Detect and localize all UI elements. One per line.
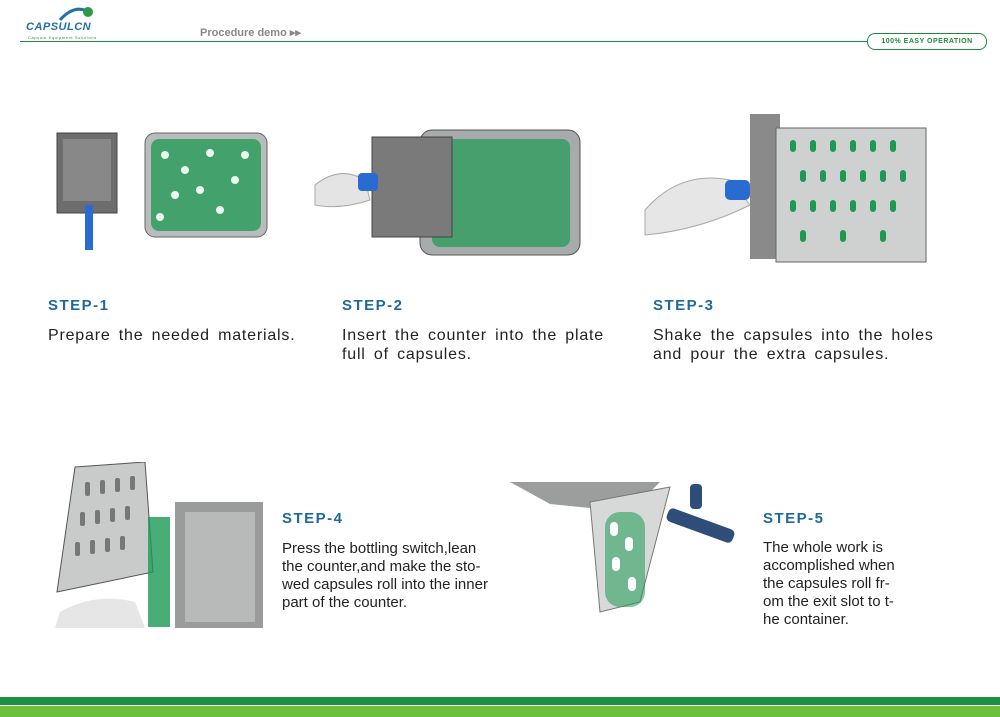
- step5-description: The whole work is accomplished when the …: [763, 539, 963, 629]
- step5-exit-slot-image: [510, 482, 735, 613]
- logo-text: CAPSULCN: [26, 21, 92, 33]
- footer-stripe-dark: [0, 697, 1000, 705]
- step2-insert-counter-image: [314, 129, 581, 256]
- step5-description-line: the capsules roll fr-: [763, 575, 890, 592]
- step4-description-line: the counter,and make the sto-: [282, 558, 481, 575]
- step1-description: Prepare the needed materials.: [48, 327, 296, 344]
- step2-description: Insert the counter into the plate full o…: [342, 327, 604, 363]
- header-divider: [20, 41, 870, 42]
- logo-swoosh-icon: [58, 7, 93, 22]
- procedure-label: Procedure demo ▸▸: [200, 27, 301, 39]
- step3-description: Shake the capsules into the holes and po…: [653, 327, 934, 363]
- brand-logo: CAPSULCN Capsule Equipment Solutions: [26, 6, 106, 40]
- step1-title: STEP-1: [48, 297, 110, 314]
- step1-materials-image: [56, 132, 268, 250]
- step3-shake-capsules-image: [644, 114, 927, 263]
- logo-subtext: Capsule Equipment Solutions: [28, 35, 97, 40]
- easy-operation-badge: 100% EASY OPERATION: [867, 33, 987, 50]
- step4-description-line: part of the counter.: [282, 594, 408, 611]
- step5-title: STEP-5: [763, 510, 825, 527]
- step2-title: STEP-2: [342, 297, 404, 314]
- step3-title: STEP-3: [653, 297, 715, 314]
- step4-bottling-image: [55, 462, 263, 628]
- step4-description-line: wed capsules roll into the inner: [282, 576, 488, 593]
- step5-description-line: om the exit slot to t-: [763, 593, 894, 610]
- step5-description-line: he container.: [763, 611, 849, 628]
- footer-stripe-light: [0, 706, 1000, 717]
- step4-description-line: Press the bottling switch,lean: [282, 540, 477, 557]
- step4-description: Press the bottling switch,lean the count…: [282, 540, 522, 612]
- step5-description-line: The whole work is: [763, 539, 884, 556]
- step4-title: STEP-4: [282, 510, 344, 527]
- step5-description-line: accomplished when: [763, 557, 895, 574]
